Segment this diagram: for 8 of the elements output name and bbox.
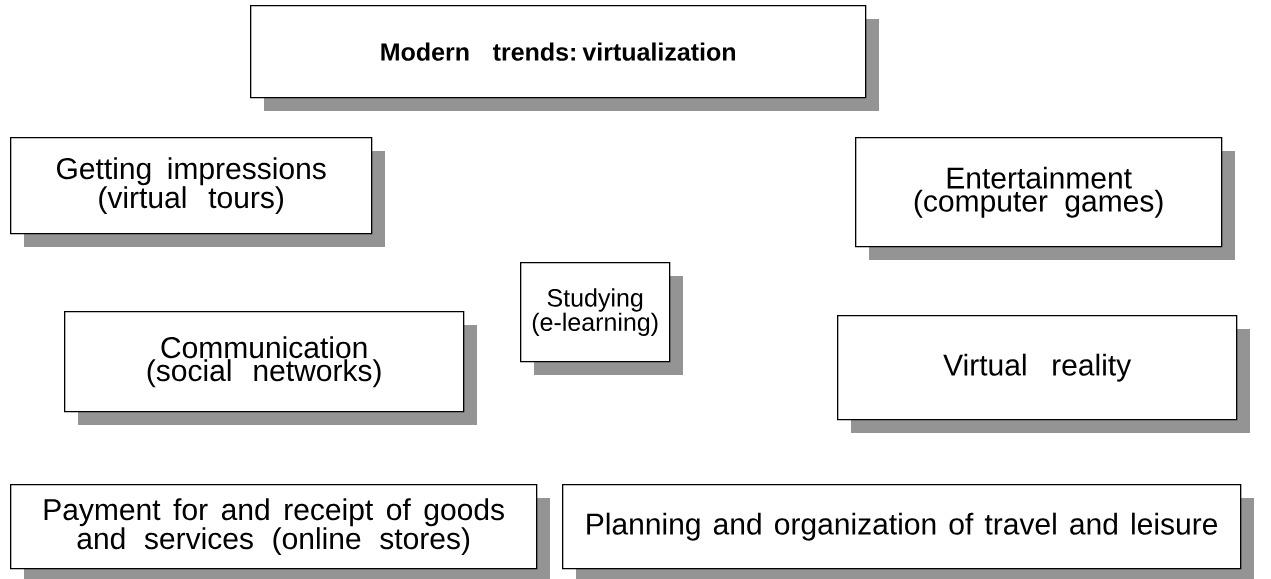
shadowed-box: Entertainment (computer games): [855, 137, 1235, 260]
shadowed-box: Studying (e-learning): [520, 262, 683, 375]
shadowed-box: Getting impressions (virtual tours): [10, 137, 385, 247]
shadowed-box: Communication (social networks): [64, 311, 477, 425]
shadowed-box: Planning and organization of travel and leisure: [562, 484, 1254, 579]
shadowed-box: Virtual reality: [837, 315, 1250, 433]
shadowed-box: Payment for and receipt of goods and services (online stores): [10, 484, 550, 579]
shadowed-box: Modern trends: virtualization: [250, 5, 879, 111]
